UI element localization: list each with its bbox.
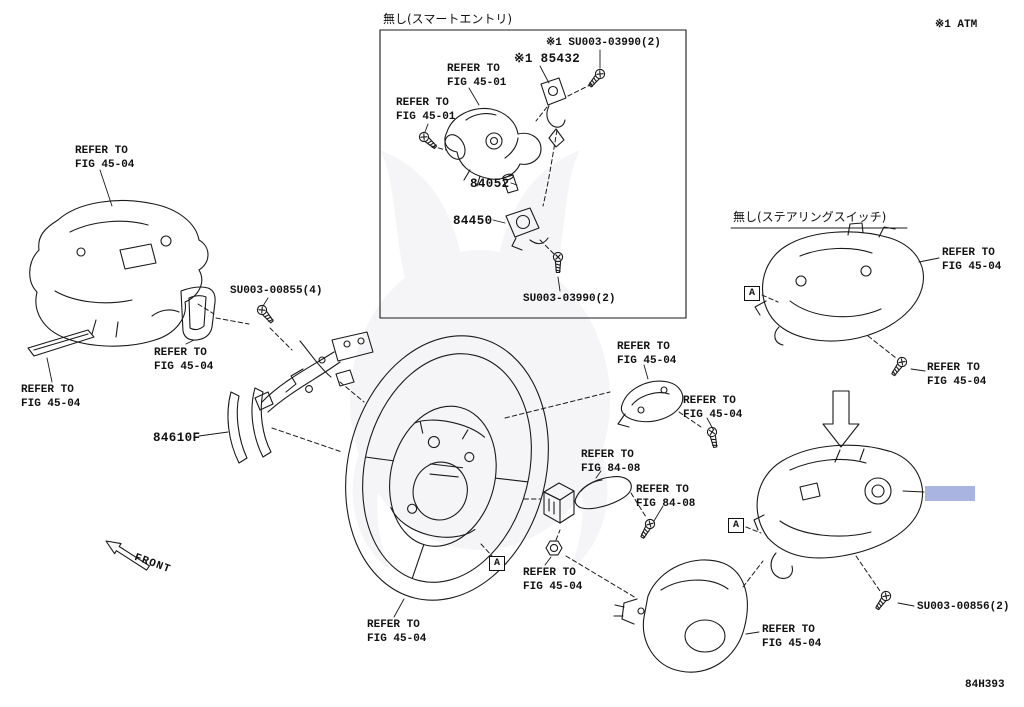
detail-marker-a-right-top: A	[744, 286, 760, 301]
highlighted-part-marker[interactable]	[925, 486, 975, 501]
part-label-su003-03990-top[interactable]: ※1 SU003-03990(2)	[546, 37, 661, 49]
part-84610f-drawing	[227, 387, 272, 464]
wheel-back-cover-upper-drawing	[754, 222, 924, 346]
harness-bracket-drawing	[254, 331, 374, 413]
smart-entry-section-box	[379, 29, 687, 319]
refer-label-mid-bottom: REFER TO FIG 45-04	[523, 567, 583, 594]
part-label-su003-03990-bottom[interactable]: SU003-03990(2)	[523, 293, 616, 305]
refer-label-right-top: REFER TO FIG 45-04	[942, 247, 1002, 274]
refer-label-left-mid: REFER TO FIG 45-04	[154, 347, 214, 374]
key-cylinder-drawing	[540, 77, 567, 148]
part-label-84450[interactable]: 84450	[453, 214, 493, 228]
refer-label-fig45-01-upper: REFER TO FIG 45-01	[447, 63, 507, 90]
part-84052-drawing	[502, 173, 519, 194]
front-arrow	[105, 540, 150, 571]
column-cover-strip-drawing	[27, 329, 95, 357]
wheel-back-cover-lower-drawing	[753, 444, 924, 579]
refer-label-fig45-01-lower: REFER TO FIG 45-01	[396, 97, 456, 124]
stalk-lever-drawing	[574, 476, 632, 510]
refer-label-fig84-08-lower: REFER TO FIG 84-08	[636, 484, 696, 511]
contact-bracket-drawing	[617, 380, 684, 428]
refer-label-mid-top: REFER TO FIG 45-04	[617, 341, 677, 368]
refer-label-steering-wheel: REFER TO FIG 45-04	[367, 619, 427, 646]
column-cover-upper-drawing	[29, 199, 209, 347]
refer-label-airbag: REFER TO FIG 45-04	[762, 624, 822, 651]
part-label-85432[interactable]: ※1 85432	[514, 52, 581, 66]
refer-label-left-top: REFER TO FIG 45-04	[75, 145, 135, 172]
part-label-84610f[interactable]: 84610F	[153, 431, 201, 445]
label-leader-lines	[46, 49, 940, 635]
atm-note: ※1 ATM	[935, 19, 978, 31]
detail-marker-a-middle: A	[489, 556, 505, 571]
part-label-su003-00856[interactable]: SU003-00856(2)	[917, 601, 1010, 613]
assembly-arrow-down	[822, 390, 860, 448]
cover-pad-drawing	[180, 286, 216, 341]
steering-wheel-drawing	[345, 335, 549, 601]
refer-label-left-bottom: REFER TO FIG 45-04	[21, 384, 81, 411]
ignition-lock-assembly-drawing	[444, 107, 542, 187]
switch-block-drawing	[543, 482, 575, 524]
part-84450-drawing	[505, 207, 549, 251]
airbag-module-drawing	[613, 559, 748, 673]
assembly-dashed-lines	[197, 83, 897, 599]
refer-label-mid-right: REFER TO FIG 45-04	[683, 395, 743, 422]
smart-entry-section-title: 無し(スマートエントリ)	[383, 12, 513, 26]
diagram-code: 84H393	[965, 679, 1005, 691]
part-label-su003-00855[interactable]: SU003-00855(4)	[230, 285, 323, 297]
steering-switch-section-title: 無し(ステアリングスイッチ)	[733, 210, 887, 224]
refer-label-fig84-08-upper: REFER TO FIG 84-08	[581, 449, 641, 476]
refer-label-right-mid: REFER TO FIG 45-04	[927, 362, 987, 389]
part-label-84052[interactable]: 84052	[470, 177, 510, 191]
detail-marker-a-right-bottom: A	[728, 518, 744, 533]
nut-drawing	[545, 540, 563, 556]
